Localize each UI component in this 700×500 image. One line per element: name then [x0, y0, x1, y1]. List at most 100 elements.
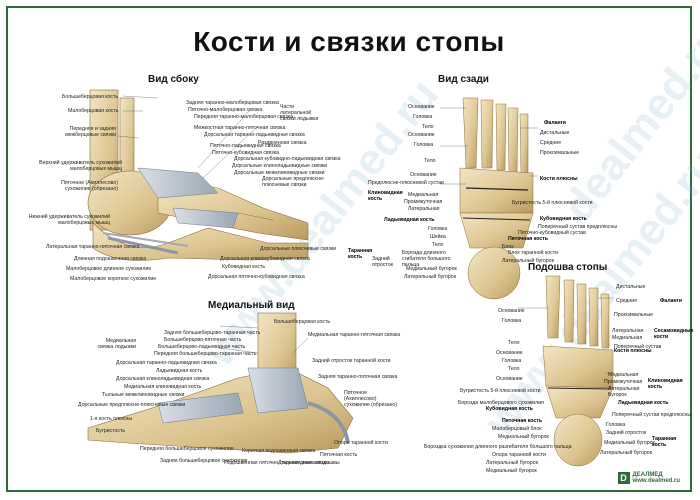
label: Тело [432, 242, 444, 248]
label: Латеральная [608, 386, 640, 392]
label: Пяточная кость [502, 418, 543, 424]
label: Основание [496, 376, 523, 382]
label: Кубовидная кость [222, 264, 266, 270]
poster: www.dealmed.ru www.dealmed.ru dealmed.ru… [6, 6, 700, 492]
label: Поперечный сустав предплюсны [538, 224, 618, 230]
label: Малоберцовое длинное сухожилие [66, 266, 152, 272]
label: Межкостная таранно-пяточная связка [194, 125, 286, 131]
label: Большеберцово-пяточная часть [164, 337, 242, 343]
label: Задний отросток таранной кости [312, 358, 391, 364]
label: Дорсальные предплюсне-плюсневые связки [262, 176, 325, 188]
label: Задняя таранно-малоберцовая связка [186, 100, 279, 106]
label: Фаланги [660, 298, 682, 304]
label: Пяточно-малоберцовая связка [188, 107, 263, 113]
label: Большеберцово-ладьевидная часть [158, 344, 246, 350]
label: Основание [498, 308, 525, 314]
label: Дорсальная таранно-ладьевидная связка [116, 360, 217, 366]
label: Головка [428, 226, 448, 232]
label: Головка [414, 142, 434, 148]
label: Опора таранной кости [334, 440, 388, 446]
label: Передняя большеберцовое сухожилие [140, 446, 234, 452]
label: Сесамовидные кости [654, 328, 694, 340]
label: Предплюсне-плюсневой сустав [368, 180, 444, 186]
label: Кубовидная кость [486, 406, 533, 412]
label: Дорсальные клиноладьевидные связки [232, 163, 328, 169]
label: Передняя таранно-малоберцовая связка [194, 114, 294, 120]
label: Медиальная [612, 335, 643, 341]
label: Дорсальные плюсневые связки [260, 246, 336, 252]
label: Кости плюсны [540, 176, 578, 182]
label: Бугристость 5-й плюсневой кости [512, 200, 593, 206]
plantar-foot-illustration [542, 275, 614, 467]
label: Борозда длинного сгибателя большого паль… [402, 250, 451, 268]
label: Пяточное (Ахиллесово) сухожилие (обрезан… [61, 180, 118, 192]
label: Промежуточная [604, 379, 643, 385]
label: Латеральная таранно-пяточная связка [46, 244, 140, 250]
label: Средние [540, 140, 562, 146]
label: Латеральный бугорок [404, 274, 456, 280]
label: Задняя большеберцовое сухожилие [160, 458, 248, 464]
label: Дорсальная клинокубовидная связка [220, 256, 310, 262]
logo-name: ДЕАЛМЕД [632, 472, 663, 478]
label: Дорсальная таранно-ладьевидная связка [204, 132, 305, 138]
label: Дорсальные межклиновидные связки [234, 170, 325, 176]
publisher-logo: D ДЕАЛМЕД www.dealmed.ru [617, 472, 680, 484]
poster-title: Кости и связки стопы [193, 26, 505, 57]
rear-view-label: Вид сзади [438, 74, 489, 85]
label: Дистальные [540, 130, 570, 136]
label: Ладьевидная кость [384, 217, 435, 223]
label: Блок [502, 244, 514, 250]
label: Шейка [430, 234, 446, 240]
label: Короткая подошвенная связка [242, 448, 316, 454]
label: Дистальные [616, 284, 646, 290]
label: Малоберцовая кость [68, 108, 119, 114]
label: Кубовидная кость [540, 216, 587, 222]
side-view-label: Вид сбоку [148, 74, 199, 85]
label: Пяточно-ладьевидная связка [210, 143, 281, 149]
label: Поперечный сустав [614, 344, 662, 350]
label: Блок таранной кости [508, 250, 559, 256]
label: Борозда малоберцового сухожилия [458, 400, 544, 406]
lateral-foot-illustration [87, 89, 309, 261]
label: Раздвоенная связка [258, 140, 307, 146]
label: Пяточное (Ахиллесово) сухожилие (обрезан… [344, 390, 398, 408]
label: Медиальная таранно-пяточная связка [308, 332, 401, 338]
label: Клиновидная кость [648, 378, 683, 390]
label: Тело [508, 340, 520, 346]
label: Задний отросток [606, 430, 647, 436]
label: Кости плюсны [614, 348, 652, 354]
label: Тыльные межклиновидные связки [102, 392, 185, 398]
label: Нижний удерживатель сухожилий малоберцов… [28, 214, 110, 226]
label: Тело [508, 366, 520, 372]
label: Пяточно-кубовидная связка [212, 150, 280, 156]
label: Медиальный бугорок [406, 266, 457, 272]
label: Фаланги [544, 120, 566, 126]
label: Задняя таранно-пяточная связка [318, 374, 398, 380]
label: Медиальная клиновидная кость [124, 384, 202, 390]
label: Латеральный бугорок [486, 460, 538, 466]
label: Основание [408, 104, 435, 110]
medial-view-label: Медиальный вид [208, 300, 295, 311]
label: Средние [616, 298, 638, 304]
label: Медиальная связка лодыжки [97, 338, 136, 350]
label: Верхний удерживатель сухожилий малоберцо… [39, 160, 122, 172]
label: Ладьевидная кость [156, 368, 203, 374]
logo-mark: D [617, 472, 630, 484]
label: Бугристость [96, 428, 126, 434]
label: Задняя большеберцово-таранная часть [164, 330, 261, 336]
label: Передняя большеберцово-таранная часть [154, 351, 257, 357]
label: Дорсальная кубовидно-ладьевидная связка [234, 156, 341, 162]
dorsal-foot-illustration [459, 97, 534, 300]
label: Латеральная [408, 206, 440, 212]
label: 1-я кость плюсны [90, 416, 133, 422]
label: Тело [422, 124, 434, 130]
label: Тело [424, 158, 436, 164]
label: Проксимальные [614, 312, 653, 318]
label: Большеберцовая кость [274, 319, 331, 325]
medial-foot-illustration [87, 312, 354, 454]
label: Проксимальные [540, 150, 579, 156]
label: Медиальный бугорок [604, 440, 655, 446]
label: Длинная связка подошвы [278, 460, 340, 466]
label: Клиновидная кость [368, 190, 403, 202]
label: Латеральный бугорок [502, 258, 554, 264]
